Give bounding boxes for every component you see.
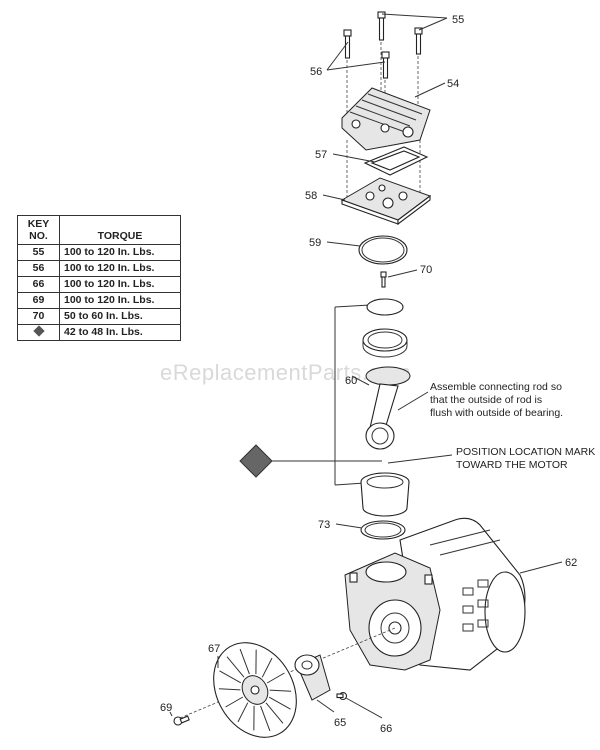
fan-blade bbox=[269, 689, 292, 692]
fan-blade bbox=[261, 657, 273, 678]
callout-54: 54 bbox=[447, 78, 459, 90]
torque-cell: 42 to 48 In. Lbs. bbox=[59, 324, 181, 341]
fan-blade bbox=[253, 705, 255, 731]
key-cell: 55 bbox=[17, 244, 60, 261]
valve-plate-58 bbox=[340, 177, 432, 226]
fan-blade bbox=[266, 672, 285, 684]
callout-66: 66 bbox=[380, 723, 392, 735]
torque-cell: 100 to 120 In. Lbs. bbox=[59, 260, 181, 277]
diamond-icon bbox=[32, 325, 45, 337]
note-rod-2: that the outside of rod is bbox=[430, 394, 542, 406]
callout-69: 69 bbox=[160, 702, 172, 714]
crankcase bbox=[344, 552, 441, 671]
callout-57: 57 bbox=[315, 149, 327, 161]
callout-56: 56 bbox=[310, 66, 322, 78]
header-key-line2: NO. bbox=[29, 230, 48, 242]
fan-blade bbox=[239, 648, 250, 675]
note-mark-1: POSITION LOCATION MARK bbox=[456, 446, 595, 458]
torque-cell: 100 to 120 In. Lbs. bbox=[59, 276, 181, 293]
torque-cell: 50 to 60 In. Lbs. bbox=[59, 308, 181, 325]
screw-56-a bbox=[343, 29, 352, 59]
callout-55: 55 bbox=[452, 14, 464, 26]
key-cell: 66 bbox=[17, 276, 60, 293]
callout-58: 58 bbox=[305, 190, 317, 202]
screw-55-a bbox=[377, 11, 386, 41]
fan-blade bbox=[260, 705, 271, 732]
note-mark-2: TOWARD THE MOTOR bbox=[456, 459, 568, 471]
connecting-rod-60 bbox=[365, 366, 411, 450]
callout-60: 60 bbox=[345, 375, 357, 387]
callout-59: 59 bbox=[309, 237, 321, 249]
torque-table-header: KEY NO. TORQUE bbox=[17, 215, 181, 245]
fan-blade bbox=[265, 702, 284, 724]
callout-62: 62 bbox=[565, 557, 577, 569]
retainer-disc bbox=[366, 298, 404, 316]
screw-55-b bbox=[414, 27, 423, 55]
torque-diamond-marker bbox=[239, 444, 273, 478]
callout-65: 65 bbox=[334, 717, 346, 729]
header-key-line1: KEY bbox=[27, 218, 50, 230]
piston-ring bbox=[362, 328, 408, 358]
screw-69 bbox=[173, 715, 190, 726]
o-ring-59 bbox=[358, 235, 408, 265]
callout-73: 73 bbox=[318, 519, 330, 531]
cylinder-sleeve bbox=[360, 472, 410, 517]
callout-67: 67 bbox=[208, 643, 220, 655]
key-cell: 70 bbox=[17, 308, 60, 325]
table-row: 42 to 48 In. Lbs. bbox=[17, 324, 181, 341]
eccentric-65 bbox=[294, 654, 331, 701]
screw-70 bbox=[380, 271, 387, 288]
o-ring-73 bbox=[360, 520, 406, 540]
fan-blade bbox=[226, 656, 245, 678]
torque-cell: 100 to 120 In. Lbs. bbox=[59, 292, 181, 309]
fan-blade bbox=[225, 696, 244, 708]
note-rod-1: Assemble connecting rod so bbox=[430, 381, 562, 393]
torque-cell: 100 to 120 In. Lbs. bbox=[59, 244, 181, 261]
fan-blade bbox=[237, 702, 249, 723]
cylinder-head-54 bbox=[341, 87, 431, 151]
header-torque: TORQUE bbox=[59, 215, 181, 245]
key-cell: 69 bbox=[17, 292, 60, 309]
screw-66 bbox=[336, 691, 348, 701]
fan-blade bbox=[218, 688, 241, 691]
key-cell: 56 bbox=[17, 260, 60, 277]
fan-blade bbox=[268, 696, 291, 710]
fan-blade bbox=[219, 670, 242, 684]
fan-67 bbox=[213, 642, 297, 738]
key-cell bbox=[17, 324, 60, 341]
callout-70: 70 bbox=[420, 264, 432, 276]
fan-blade bbox=[255, 649, 257, 675]
header-key-no: KEY NO. bbox=[17, 215, 60, 245]
gasket-57 bbox=[363, 146, 429, 176]
note-rod-3: flush with outside of bearing. bbox=[430, 407, 563, 419]
screw-56-b bbox=[381, 51, 390, 79]
